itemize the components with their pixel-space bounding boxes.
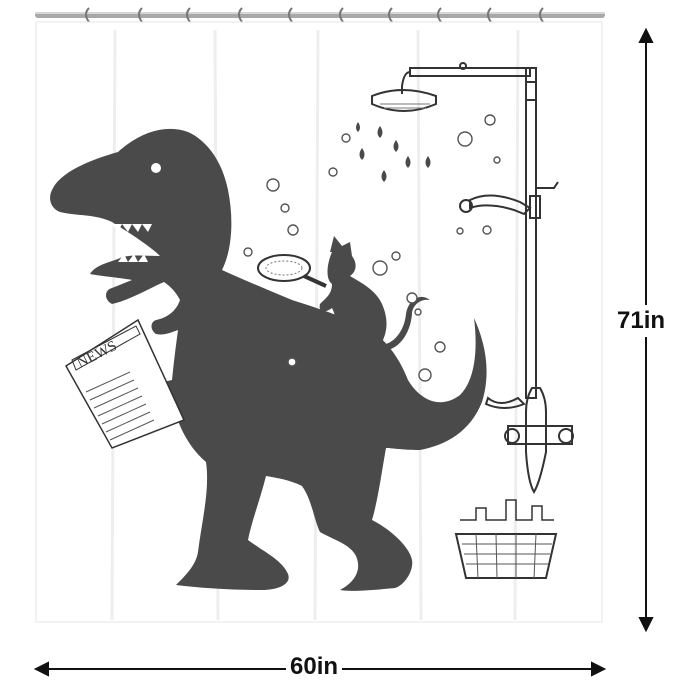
shower-fixture bbox=[371, 62, 574, 494]
trex-teeth bbox=[112, 224, 152, 262]
hand-shower-icon bbox=[469, 194, 532, 216]
height-label: 71in bbox=[617, 305, 666, 337]
cat-silhouette bbox=[319, 236, 430, 351]
soap-dish-icon bbox=[484, 396, 526, 409]
shower-pipe-vertical bbox=[525, 67, 537, 399]
bath-brush bbox=[257, 254, 327, 288]
shower-head-icon bbox=[371, 89, 437, 112]
newspaper: NEWS bbox=[64, 318, 186, 449]
toiletry-basket bbox=[454, 499, 558, 579]
water-drops bbox=[356, 122, 431, 182]
curtain-rod bbox=[35, 12, 605, 18]
trex-eye-icon bbox=[151, 163, 161, 173]
soap-bubbles bbox=[243, 114, 501, 382]
width-label: 60in bbox=[286, 655, 343, 679]
trex-silhouette bbox=[50, 128, 487, 591]
